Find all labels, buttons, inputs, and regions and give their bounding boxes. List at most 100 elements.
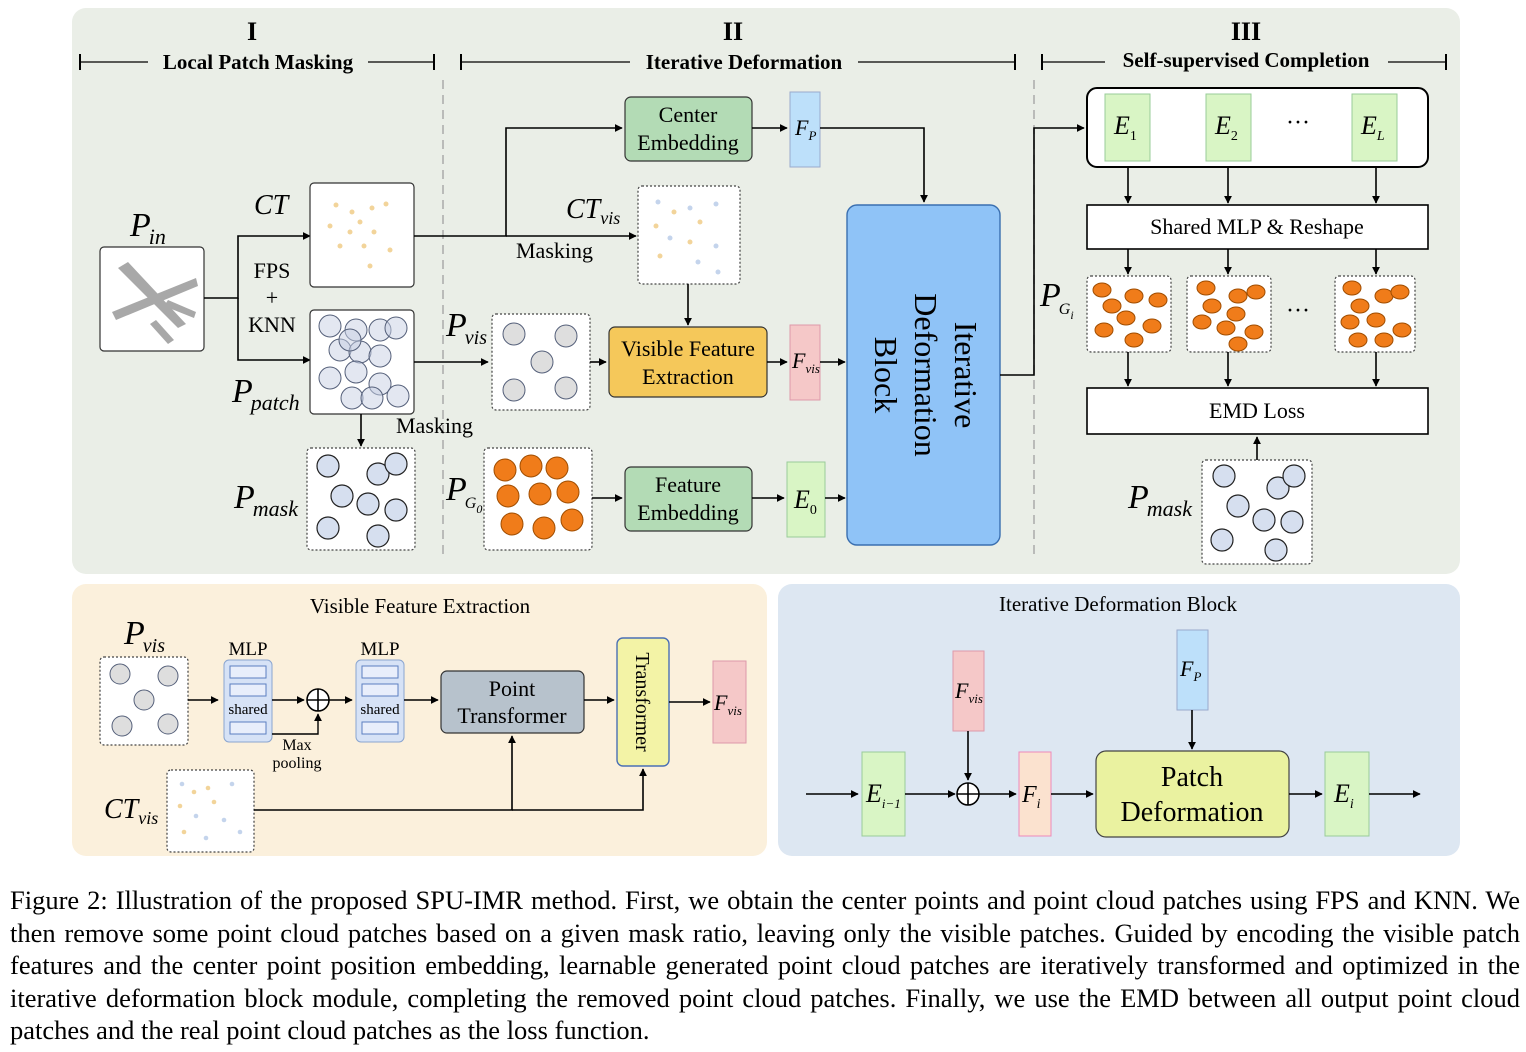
method-diagram: I Local Patch Masking II Iterative Defor…: [72, 8, 1460, 856]
section-2-header: II Iterative Deformation: [460, 17, 1016, 74]
pooling-label: pooling: [273, 755, 322, 772]
svg-text:E0: E0: [793, 485, 817, 518]
p-gi-box-3: [1334, 275, 1416, 353]
fvis-token-3: [952, 650, 985, 732]
ct-vis-box: [637, 185, 741, 285]
section-3-roman: III: [1231, 17, 1261, 46]
section-1-roman: I: [247, 17, 257, 46]
e0-token: [786, 461, 826, 538]
vfe-line1: Visible Feature: [621, 336, 755, 361]
emd-loss-block: [1086, 387, 1429, 435]
p-vis-label: Pvis: [445, 307, 487, 349]
ct-label: CT: [254, 190, 291, 221]
feature-embedding-line1: Feature: [655, 472, 721, 497]
mlp-2-shared: shared: [360, 702, 400, 718]
center-embedding-line1: Center: [659, 102, 718, 127]
ei-token: [1324, 751, 1370, 837]
svg-text:EL: EL: [1360, 111, 1385, 144]
feature-embedding-block: [624, 466, 753, 532]
fvis-token-2: [712, 660, 747, 744]
mlp-1-block: shared: [223, 659, 273, 743]
point-transformer-line1: Point: [489, 676, 535, 701]
e-im1-token: [861, 751, 906, 837]
ct-vis-box-2: [166, 769, 255, 853]
svg-text:Fvis: Fvis: [954, 678, 983, 706]
fi-token: [1018, 751, 1052, 837]
knn-label: KNN: [248, 312, 296, 337]
el-token: [1351, 93, 1398, 162]
fps-label: FPS: [254, 258, 291, 283]
mlp-1-label: MLP: [228, 639, 267, 660]
add-operator: [956, 782, 980, 806]
ct-vis-label-2: CTvis: [104, 794, 158, 828]
svg-text:Fvis: Fvis: [713, 690, 742, 718]
section-3-title: Self-supervised Completion: [1123, 48, 1370, 72]
section-1-header: I Local Patch Masking: [79, 17, 435, 74]
plus-label: +: [266, 285, 278, 310]
mlp-2-block: shared: [355, 659, 405, 743]
center-points-box: [309, 182, 415, 288]
section-3-header: III Self-supervised Completion: [1041, 17, 1447, 72]
fp-token-2: [1176, 629, 1209, 711]
section-1-title: Local Patch Masking: [163, 50, 354, 74]
p-vis-label-2: Pvis: [123, 615, 165, 657]
max-label: Max: [282, 737, 311, 754]
p-patch-label: Ppatch: [231, 373, 300, 415]
p-gi-box-1: [1086, 275, 1172, 353]
center-embedding-line2: Embedding: [637, 130, 738, 155]
idb-panel-title: Iterative Deformation Block: [999, 592, 1237, 616]
patch-deformation-line2: Deformation: [1120, 797, 1263, 828]
mask-box-2: [1201, 459, 1313, 565]
mlp-2-label: MLP: [360, 639, 399, 660]
concat-operator: [306, 688, 330, 712]
svg-text:Fvis: Fvis: [791, 348, 820, 376]
shared-mlp-label: Shared MLP & Reshape: [1150, 214, 1364, 239]
point-transformer-block: [440, 670, 585, 734]
p-in-label: Pin: [129, 207, 166, 249]
fp-token: [789, 91, 821, 168]
p-gi-label: PGi: [1039, 277, 1074, 322]
svg-text:Fi: Fi: [1021, 782, 1041, 812]
input-point-cloud: [99, 246, 205, 352]
p-vis-box-2: [99, 656, 189, 746]
e1-token: [1104, 93, 1151, 162]
vfe-line2: Extraction: [642, 364, 734, 389]
e2-token: [1205, 93, 1252, 162]
svg-text:FP: FP: [794, 115, 816, 143]
svg-text:Ei: Ei: [1333, 779, 1354, 812]
fvis-token: [789, 324, 821, 401]
p-g0-label: PG0: [445, 471, 482, 516]
idb-line3: Block: [868, 337, 904, 413]
p-gi-box-2: [1186, 275, 1272, 353]
transformer-label: Transformer: [631, 652, 653, 752]
svg-text:Ei−1: Ei−1: [865, 779, 901, 811]
vfe-panel-title: Visible Feature Extraction: [310, 594, 531, 618]
e-dots: ···: [1286, 110, 1310, 136]
mlp-1-shared: shared: [228, 702, 268, 718]
masking-label-2: Masking: [516, 238, 593, 263]
patch-deformation-line1: Patch: [1161, 762, 1223, 793]
ct-vis-label: CTvis: [566, 194, 620, 228]
feature-embedding-line2: Embedding: [637, 500, 738, 525]
p-g0-box: [483, 447, 593, 551]
patch-box: [309, 309, 415, 415]
shared-mlp-block: [1086, 204, 1429, 250]
mask-box: [306, 447, 416, 551]
section-2-roman: II: [723, 17, 743, 46]
p-mask-label: Pmask: [233, 479, 299, 521]
section-2-title: Iterative Deformation: [646, 50, 843, 74]
point-transformer-line2: Transformer: [457, 703, 567, 728]
idb-line1: Iterative: [948, 322, 984, 429]
e-outputs-box: [1086, 87, 1429, 168]
p-mask-label-2: Pmask: [1127, 479, 1193, 521]
p-vis-box: [491, 313, 591, 411]
svg-text:E1: E1: [1113, 111, 1137, 144]
masking-label-1: Masking: [396, 413, 473, 438]
gi-dots: ···: [1286, 298, 1310, 324]
center-embedding-block: [624, 96, 753, 162]
emd-loss-label: EMD Loss: [1209, 398, 1305, 423]
idb-line2: Deformation: [908, 293, 944, 457]
svg-text:E2: E2: [1214, 111, 1238, 144]
svg-text:FP: FP: [1179, 656, 1201, 684]
figure-caption: Figure 2: Illustration of the proposed S…: [10, 885, 1520, 1045]
